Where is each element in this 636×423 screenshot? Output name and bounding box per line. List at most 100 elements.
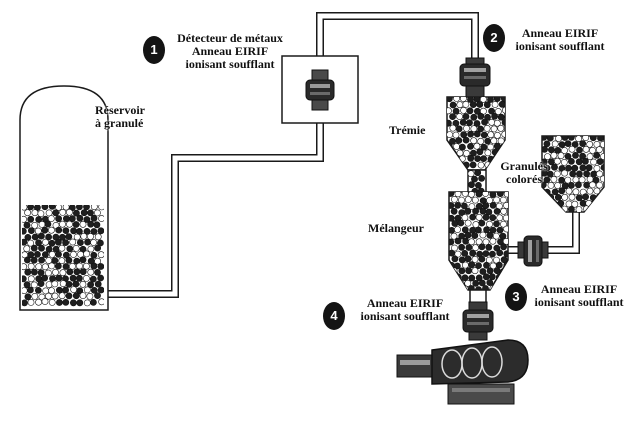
pellet: [62, 298, 70, 306]
pellet: [503, 225, 508, 233]
pellet: [65, 280, 73, 288]
pellet: [483, 101, 491, 109]
pellet: [454, 250, 462, 258]
pellet: [571, 164, 579, 172]
pellet: [38, 256, 45, 264]
pellet: [76, 262, 83, 270]
pellet: [477, 125, 484, 133]
pellet: [600, 164, 604, 171]
pellet: [543, 176, 551, 184]
pellet: [66, 220, 73, 228]
pellet: [68, 215, 76, 223]
pellet: [70, 286, 78, 293]
pellet: [27, 215, 35, 223]
pellet: [87, 220, 95, 228]
pellet: [475, 238, 483, 246]
hopper-pellets: [447, 97, 505, 169]
pellet: [65, 233, 73, 240]
pellet: [45, 269, 52, 277]
pellet: [463, 149, 470, 157]
pellet: [479, 268, 487, 275]
pellet: [48, 262, 55, 270]
pellet: [56, 286, 63, 294]
pellet: [27, 251, 35, 259]
pellet: [593, 164, 601, 172]
pellet: [468, 192, 475, 198]
pellet: [467, 142, 474, 150]
pellet: [450, 232, 458, 240]
pellet: [599, 175, 604, 183]
pellet: [449, 113, 456, 120]
pellet: [461, 261, 469, 269]
pellet: [575, 181, 582, 189]
pellet: [35, 263, 43, 270]
pellet: [487, 143, 494, 151]
pellet: [42, 238, 49, 246]
pellet: [596, 181, 603, 189]
pellet: [447, 154, 453, 162]
pellet: [22, 263, 28, 271]
side-ring-icon: [517, 235, 549, 267]
pellet: [450, 195, 458, 203]
pellet: [455, 125, 463, 133]
pellet: [561, 136, 569, 141]
pellet: [595, 146, 603, 154]
pellet: [472, 279, 480, 287]
pellet: [22, 238, 28, 246]
pellet: [550, 151, 558, 159]
pellet: [478, 279, 486, 287]
pellet: [86, 292, 94, 300]
pellet: [554, 157, 561, 165]
pellet: [600, 153, 604, 160]
pellet: [76, 287, 84, 295]
pellet: [69, 274, 77, 282]
pellet: [452, 107, 460, 115]
pellet: [486, 279, 494, 286]
pellet: [501, 106, 505, 114]
pellet: [90, 251, 98, 259]
pellet: [466, 119, 473, 127]
pellet: [500, 256, 508, 264]
extruder: [396, 339, 529, 405]
step-1-badge: 1: [143, 36, 165, 64]
pellet: [479, 97, 487, 103]
pellet: [464, 207, 472, 215]
pellet: [449, 101, 457, 109]
pellet: [564, 176, 572, 184]
pellet: [55, 205, 62, 211]
pellet: [461, 226, 469, 234]
pellet: [449, 124, 457, 132]
pellet: [38, 220, 46, 228]
pellet: [456, 149, 464, 157]
pellet: [27, 275, 35, 283]
pellet: [79, 256, 87, 264]
pellet: [460, 107, 467, 114]
pellet: [458, 143, 466, 151]
pellet: [565, 187, 573, 195]
pellet: [23, 256, 31, 264]
pellet: [35, 239, 42, 247]
pellet: [471, 196, 479, 204]
pellet: [468, 274, 476, 282]
pellet: [69, 238, 77, 246]
pellet: [483, 124, 491, 132]
pellet: [475, 262, 482, 269]
pellet: [547, 181, 555, 189]
pellet: [564, 140, 572, 147]
pellet: [458, 196, 465, 204]
pellet: [482, 250, 490, 257]
pellet: [447, 107, 452, 115]
pellet: [496, 285, 504, 290]
pellet: [481, 118, 488, 126]
pellet: [453, 262, 461, 270]
pellet: [546, 136, 554, 142]
pellet: [84, 286, 91, 294]
pellet: [462, 237, 470, 245]
pellet: [493, 119, 501, 127]
pellet: [469, 161, 477, 169]
pellet: [491, 113, 498, 120]
pellet: [461, 249, 469, 257]
pellet: [59, 220, 66, 228]
pellet: [453, 143, 460, 150]
pellet: [542, 193, 548, 201]
